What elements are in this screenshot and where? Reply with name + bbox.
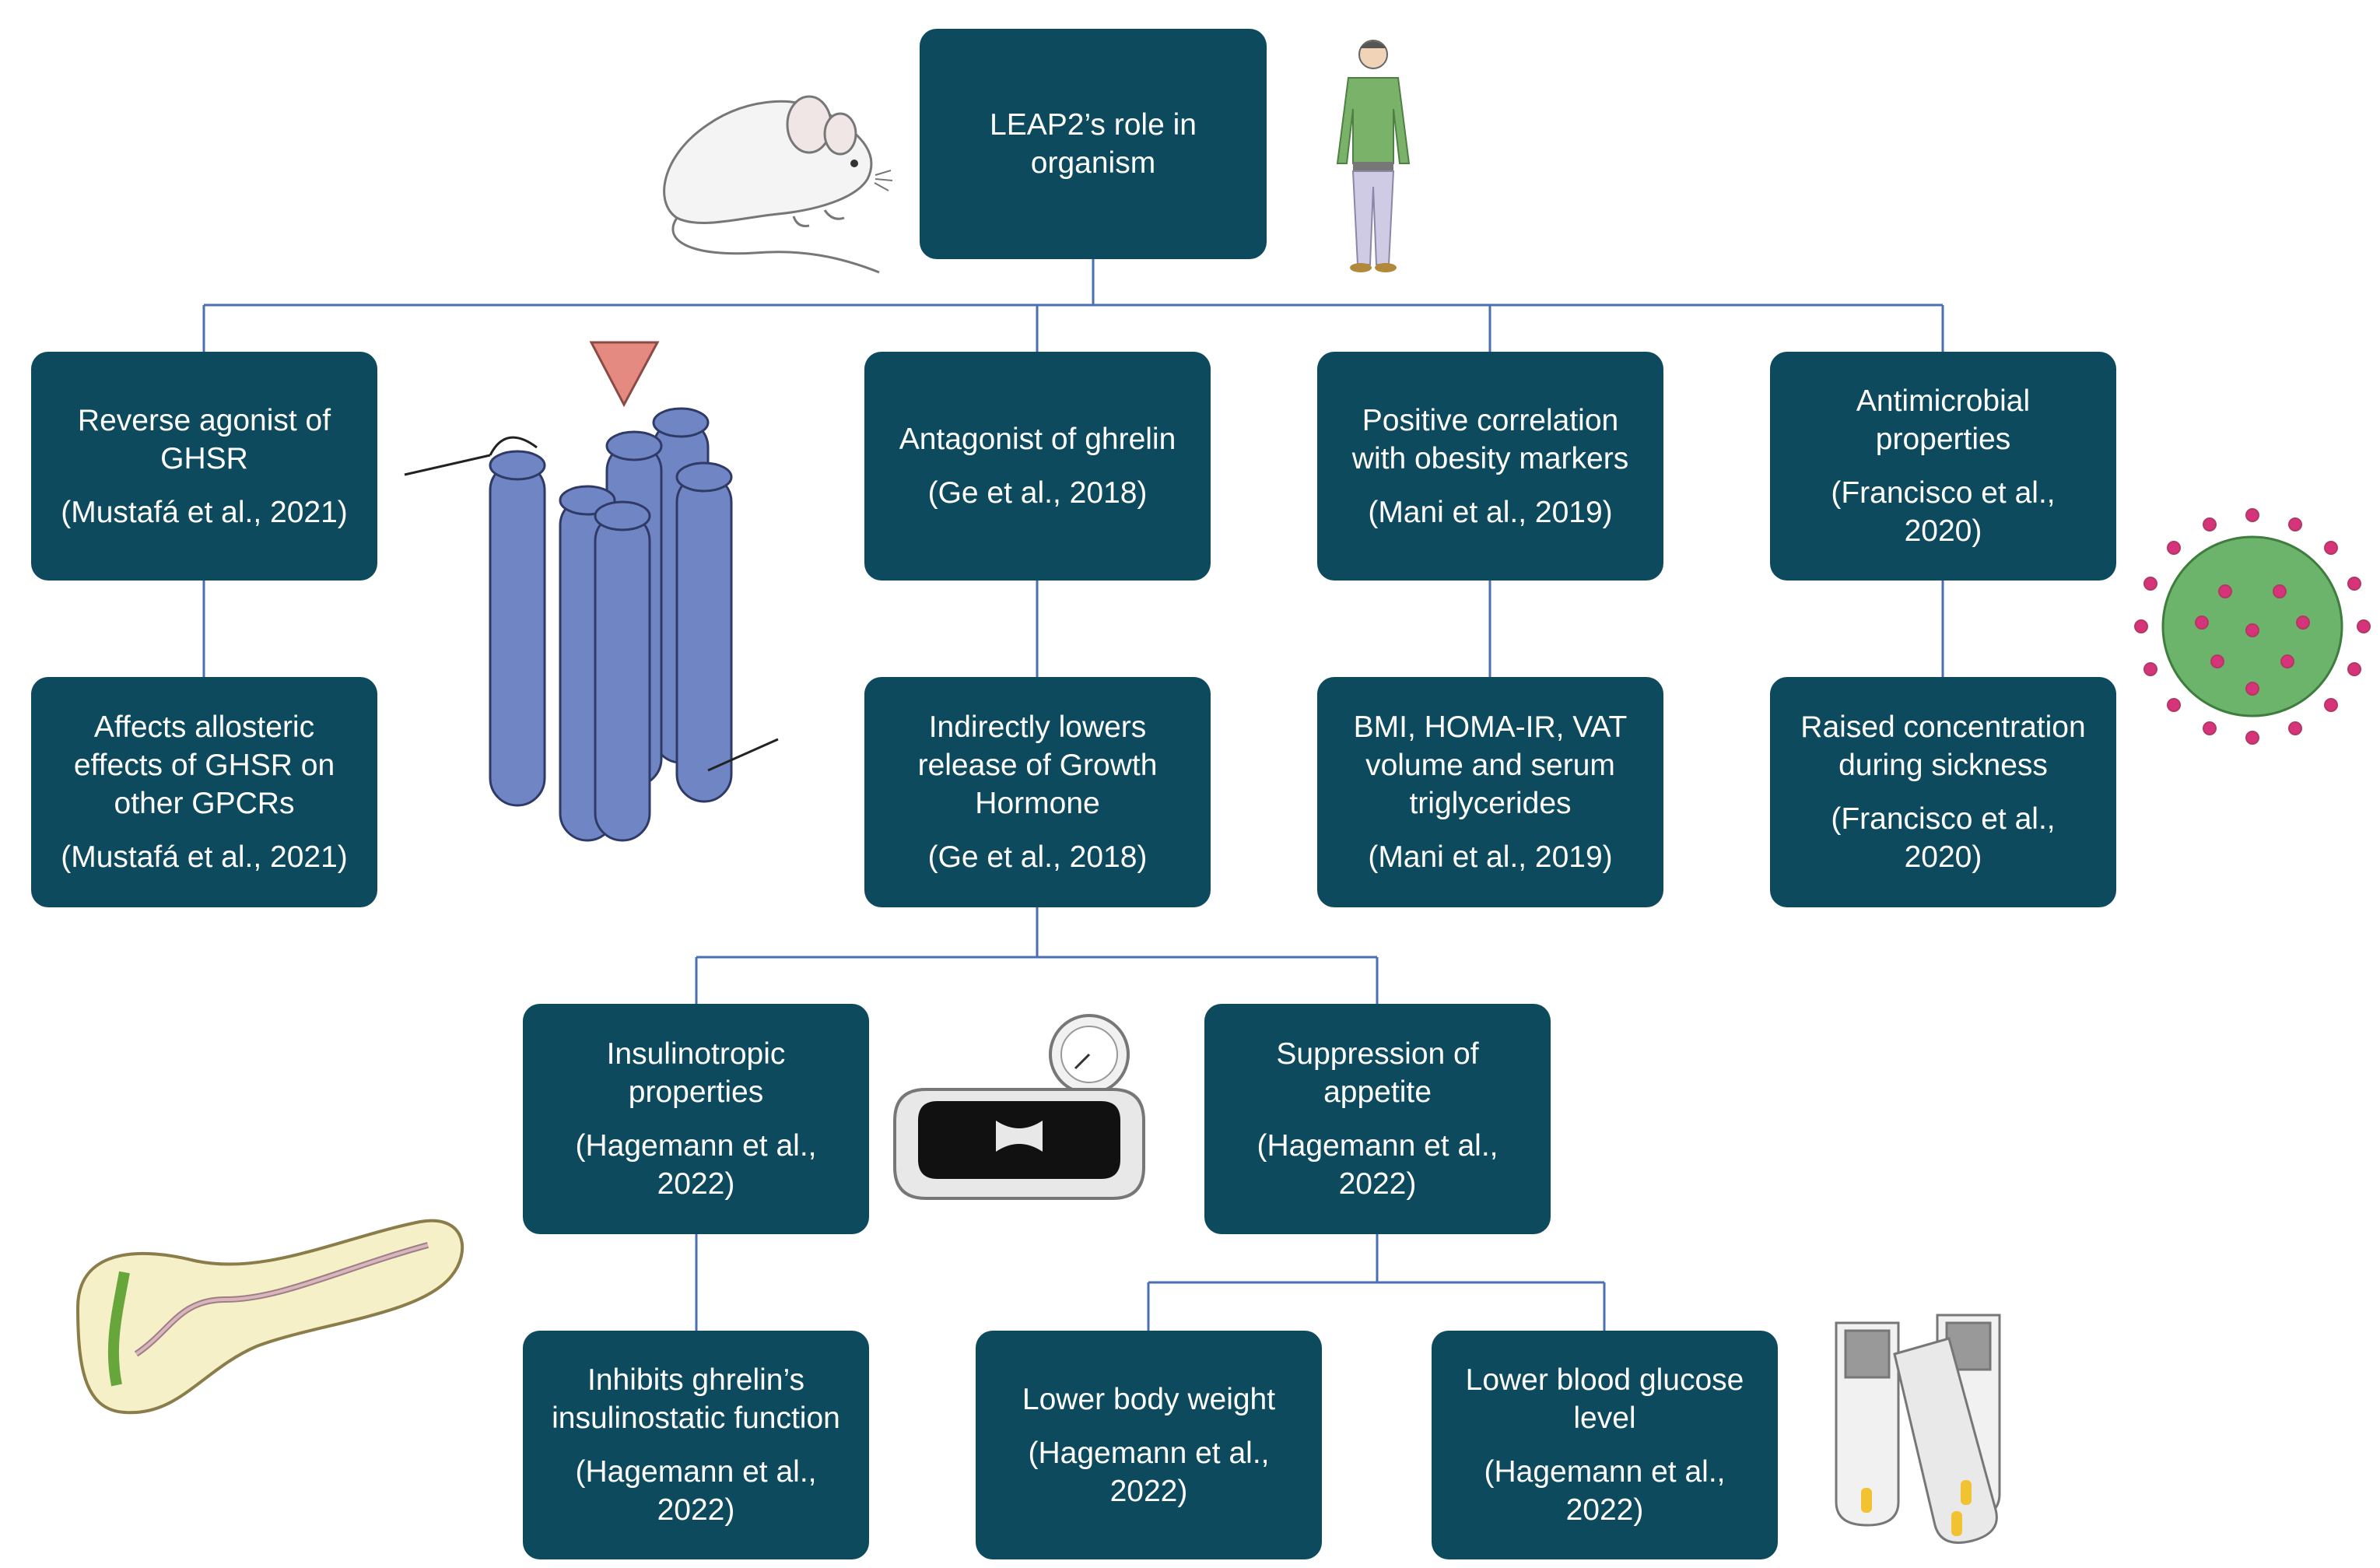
node-obesity-child-title: BMI, HOMA-IR, VAT volume and serum trigl… (1353, 710, 1628, 820)
node-ghsr-child-title: Affects allosteric effects of GHSR on ot… (73, 710, 335, 820)
node-ghsr-citation: (Mustafá et al., 2021) (61, 495, 348, 529)
node-appetite: Suppression of appetite (Hagemann et al.… (1204, 1004, 1551, 1234)
node-glucose-title: Lower blood glucose level (1465, 1363, 1744, 1435)
pancreas-icon (75, 1219, 464, 1415)
node-glucose: Lower blood glucose level (Hagemann et a… (1432, 1331, 1778, 1559)
node-obesity-child: BMI, HOMA-IR, VAT volume and serum trigl… (1317, 677, 1663, 907)
node-antimicrobial-citation: (Francisco et al., 2020) (1831, 476, 2056, 548)
node-insulinotropic-child-citation: (Hagemann et al., 2022) (575, 1455, 817, 1527)
glucose-strips-icon (1835, 1314, 2001, 1544)
node-antimicrobial-child-citation: (Francisco et al., 2020) (1831, 802, 2056, 874)
node-obesity-child-citation: (Mani et al., 2019) (1368, 840, 1613, 874)
node-appetite-title: Suppression of appetite (1276, 1037, 1479, 1109)
root-node: LEAP2’s role in organism (920, 29, 1267, 259)
scale-icon (893, 1014, 1145, 1200)
node-obesity-citation: (Mani et al., 2019) (1368, 495, 1613, 529)
node-bodyweight-citation: (Hagemann et al., 2022) (1028, 1436, 1270, 1508)
node-antimicrobial-child-title: Raised concentration during sickness (1800, 710, 2086, 782)
node-antimicrobial-child: Raised concentration during sickness (Fr… (1770, 677, 2116, 907)
node-insulinotropic-title: Insulinotropic properties (606, 1037, 786, 1109)
node-ghsr-child: Affects allosteric effects of GHSR on ot… (31, 677, 377, 907)
mouse-icon (663, 95, 893, 274)
node-insulinotropic-citation: (Hagemann et al., 2022) (575, 1129, 817, 1201)
node-ghsr: Reverse agonist of GHSR (Mustafá et al.,… (31, 352, 377, 581)
gpcr-receptor-icon (404, 341, 779, 842)
node-ghrelin-citation: (Ge et al., 2018) (927, 476, 1148, 510)
node-ghrelin-title: Antagonist of ghrelin (899, 423, 1176, 456)
node-ghrelin: Antagonist of ghrelin (Ge et al., 2018) (864, 352, 1211, 581)
node-insulinotropic-child-title: Inhibits ghrelin’s insulinostatic functi… (552, 1363, 840, 1435)
human-icon (1336, 40, 1411, 272)
node-ghsr-title: Reverse agonist of GHSR (77, 403, 331, 475)
node-appetite-citation: (Hagemann et al., 2022) (1257, 1129, 1498, 1201)
node-insulinotropic: Insulinotropic properties (Hagemann et a… (523, 1004, 869, 1234)
virus-icon (2134, 508, 2371, 745)
node-ghrelin-child-title: Indirectly lowers release of Growth Horm… (917, 710, 1158, 820)
node-bodyweight: Lower body weight (Hagemann et al., 2022… (976, 1331, 1322, 1559)
root-title: LEAP2’s role in organism (990, 108, 1197, 180)
node-insulinotropic-child: Inhibits ghrelin’s insulinostatic functi… (523, 1331, 869, 1559)
node-ghsr-child-citation: (Mustafá et al., 2021) (61, 840, 348, 874)
node-antimicrobial: Antimicrobial properties (Francisco et a… (1770, 352, 2116, 581)
node-glucose-citation: (Hagemann et al., 2022) (1484, 1455, 1726, 1527)
node-ghrelin-child: Indirectly lowers release of Growth Horm… (864, 677, 1211, 907)
node-obesity-title: Positive correlation with obesity marker… (1351, 403, 1629, 475)
node-obesity: Positive correlation with obesity marker… (1317, 352, 1663, 581)
node-bodyweight-title: Lower body weight (1022, 1382, 1276, 1416)
node-antimicrobial-title: Antimicrobial properties (1856, 384, 2031, 456)
node-ghrelin-child-citation: (Ge et al., 2018) (927, 840, 1148, 874)
